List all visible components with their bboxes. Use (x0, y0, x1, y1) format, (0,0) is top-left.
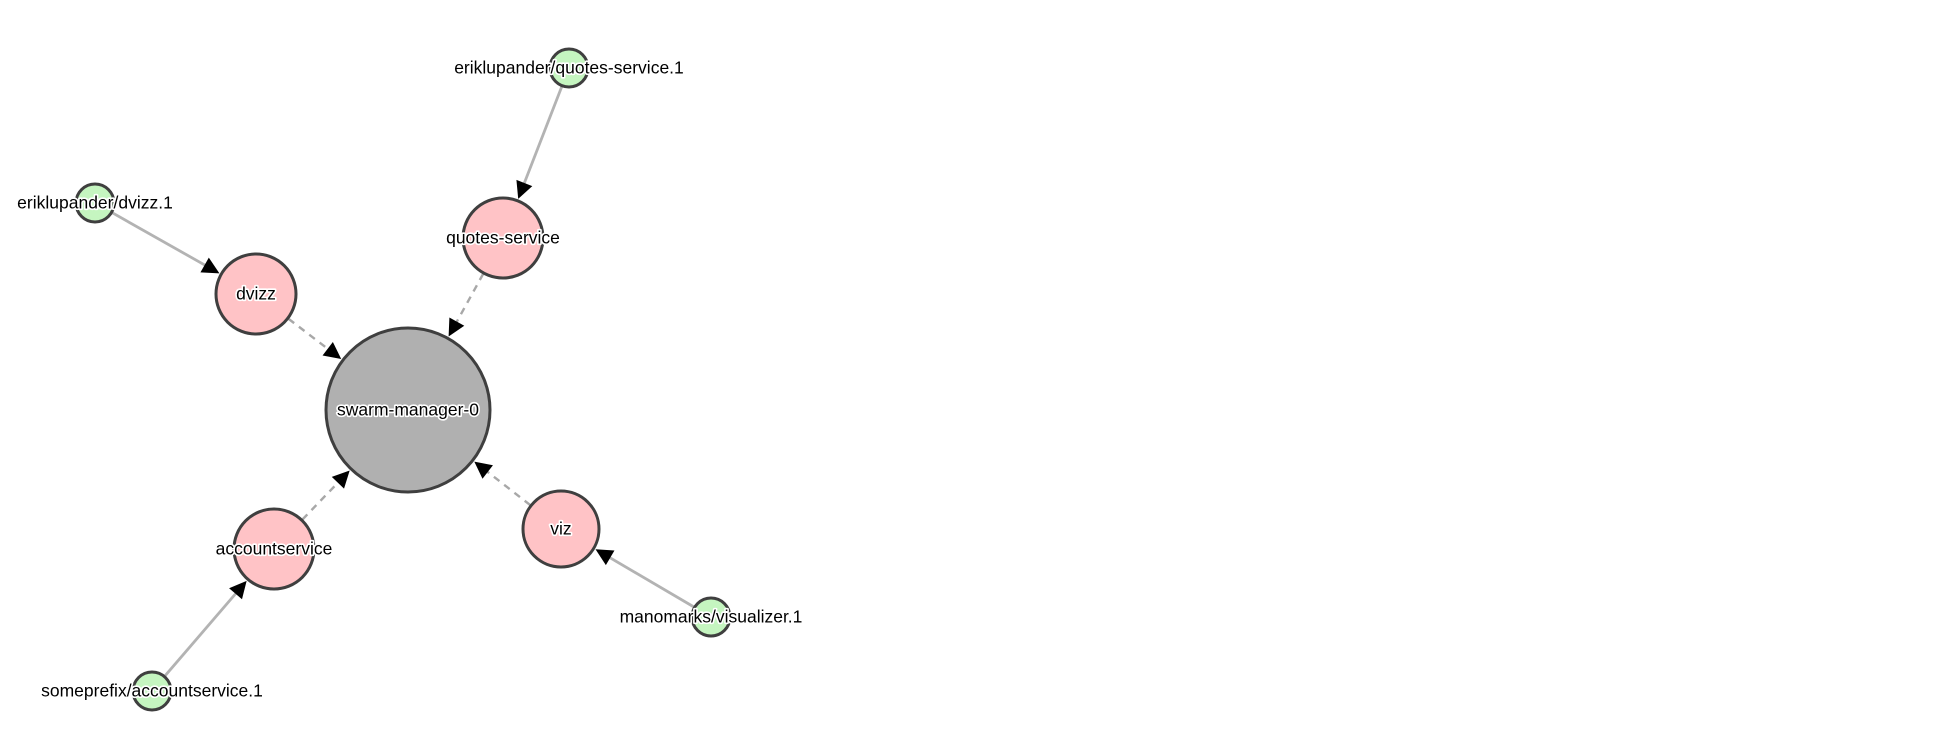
graph-node-label: manomarks/visualizer.1 (620, 607, 803, 627)
edges-layer (111, 86, 695, 677)
graph-edge-dashed (454, 273, 485, 324)
graph-node-task[interactable] (690, 596, 732, 638)
graph-edge-solid (607, 555, 695, 609)
edge-arrowhead-icon (322, 341, 342, 360)
graph-node-label: eriklupander/dvizz.1 (17, 193, 173, 213)
graph-node-task[interactable] (74, 182, 116, 224)
edge-arrowhead-icon (595, 549, 615, 566)
graph-node-service[interactable] (461, 196, 545, 280)
edge-arrowhead-icon (448, 317, 465, 337)
graph-edge-dashed (287, 317, 331, 351)
graph-edge-solid (522, 86, 564, 186)
graph-node-label: accountservice (216, 539, 333, 559)
edge-arrowhead-icon (474, 461, 493, 479)
graph-edge-dashed (301, 480, 341, 521)
graph-node-service[interactable] (232, 507, 316, 591)
graph-node-label: someprefix/accountservice.1 (41, 681, 263, 701)
graph-node-label: viz (550, 519, 571, 539)
graph-node-task[interactable] (548, 47, 590, 89)
graph-node-label: eriklupander/quotes-service.1 (454, 58, 684, 78)
graph-node-label: dvizz (236, 284, 276, 304)
graph-node-label: quotes-service (446, 228, 560, 248)
graph-edge-dashed (485, 469, 531, 507)
graph-node-manager[interactable] (324, 326, 492, 494)
graph-node-label: swarm-manager-0 (337, 400, 479, 420)
labels-layer: swarm-manager-0 quotes-service dvizz accoun… (16, 56, 804, 702)
edge-arrowhead-icon (516, 179, 533, 199)
graph-edge-solid (111, 211, 208, 268)
graph-edge-solid (163, 591, 238, 677)
nodes-layer[interactable] (74, 47, 732, 712)
graph-node-service[interactable] (521, 489, 601, 569)
edge-arrowhead-icon (331, 470, 350, 489)
graph-node-task[interactable] (131, 670, 173, 712)
edge-arrowhead-icon (229, 580, 247, 600)
graph-node-service[interactable] (214, 252, 298, 336)
edge-arrowhead-icon (200, 257, 220, 274)
